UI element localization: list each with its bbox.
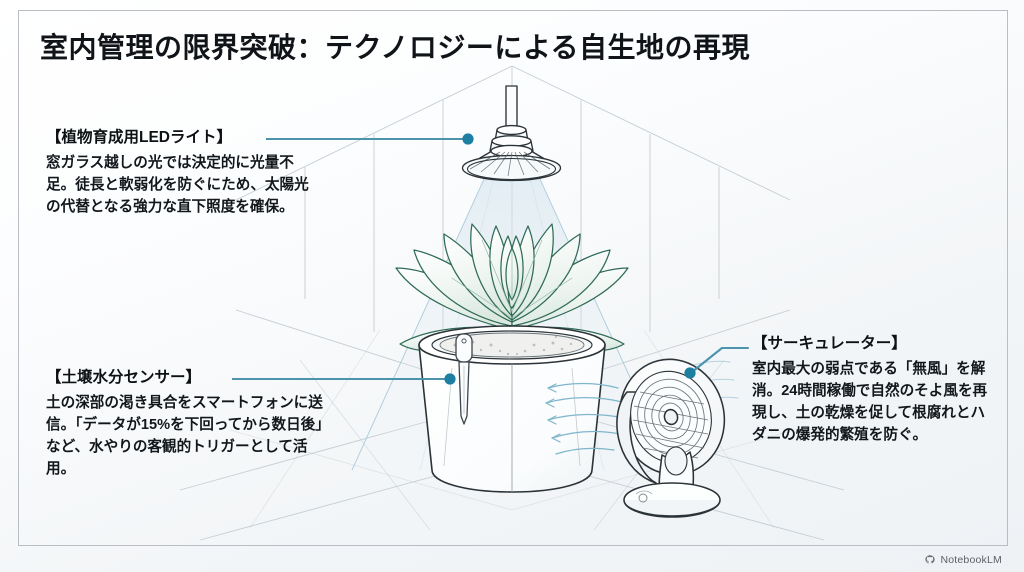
callout-soil-sensor: 【土壌水分センサー】 土の深部の渇き具合をスマートフォンに送信。「データが15%… (46, 368, 324, 481)
callout-circulator-body: 室内最大の弱点である「無風」を解消。24時間稼働で自然のそよ風を再現し、土の乾燥… (752, 360, 988, 444)
page-title: 室内管理の限界突破：テクノロジーによる自生地の再現 (40, 32, 750, 63)
callout-circulator-heading: 【サーキュレーター】 (752, 335, 907, 352)
callout-soil-sensor-heading: 【土壌水分センサー】 (46, 369, 202, 386)
grow-light (461, 85, 562, 182)
connector-fan (684, 346, 750, 379)
notebooklm-logo-icon (925, 555, 936, 564)
callout-grow-light-body: 窓ガラス越しの光では決定的に光量不足。徒長と軟弱化を防ぐにため、太陽光の代替とな… (46, 154, 309, 216)
callout-circulator: 【サーキュレーター】 室内最大の弱点である「無風」を解消。24時間稼働で自然のそ… (752, 334, 992, 447)
callout-grow-light: 【植物育成用LEDライト】 窓ガラス越しの光では決定的に光量不足。徒長と軟弱化を… (46, 128, 318, 218)
notebooklm-brand-label: NotebookLM (940, 554, 1002, 566)
callout-grow-light-heading: 【植物育成用LEDライト】 (46, 129, 233, 146)
soil-moisture-sensor-probe (455, 333, 473, 425)
connector-led (266, 133, 474, 145)
callout-soil-sensor-body: 土の深部の渇き具合をスマートフォンに送信。「データが15%を下回ってから数日後」… (46, 394, 323, 478)
notebooklm-brand: NotebookLM (924, 554, 1002, 566)
circulator-fan (616, 358, 726, 518)
connector-sensor (232, 373, 456, 385)
square-planter-pot (418, 325, 606, 493)
